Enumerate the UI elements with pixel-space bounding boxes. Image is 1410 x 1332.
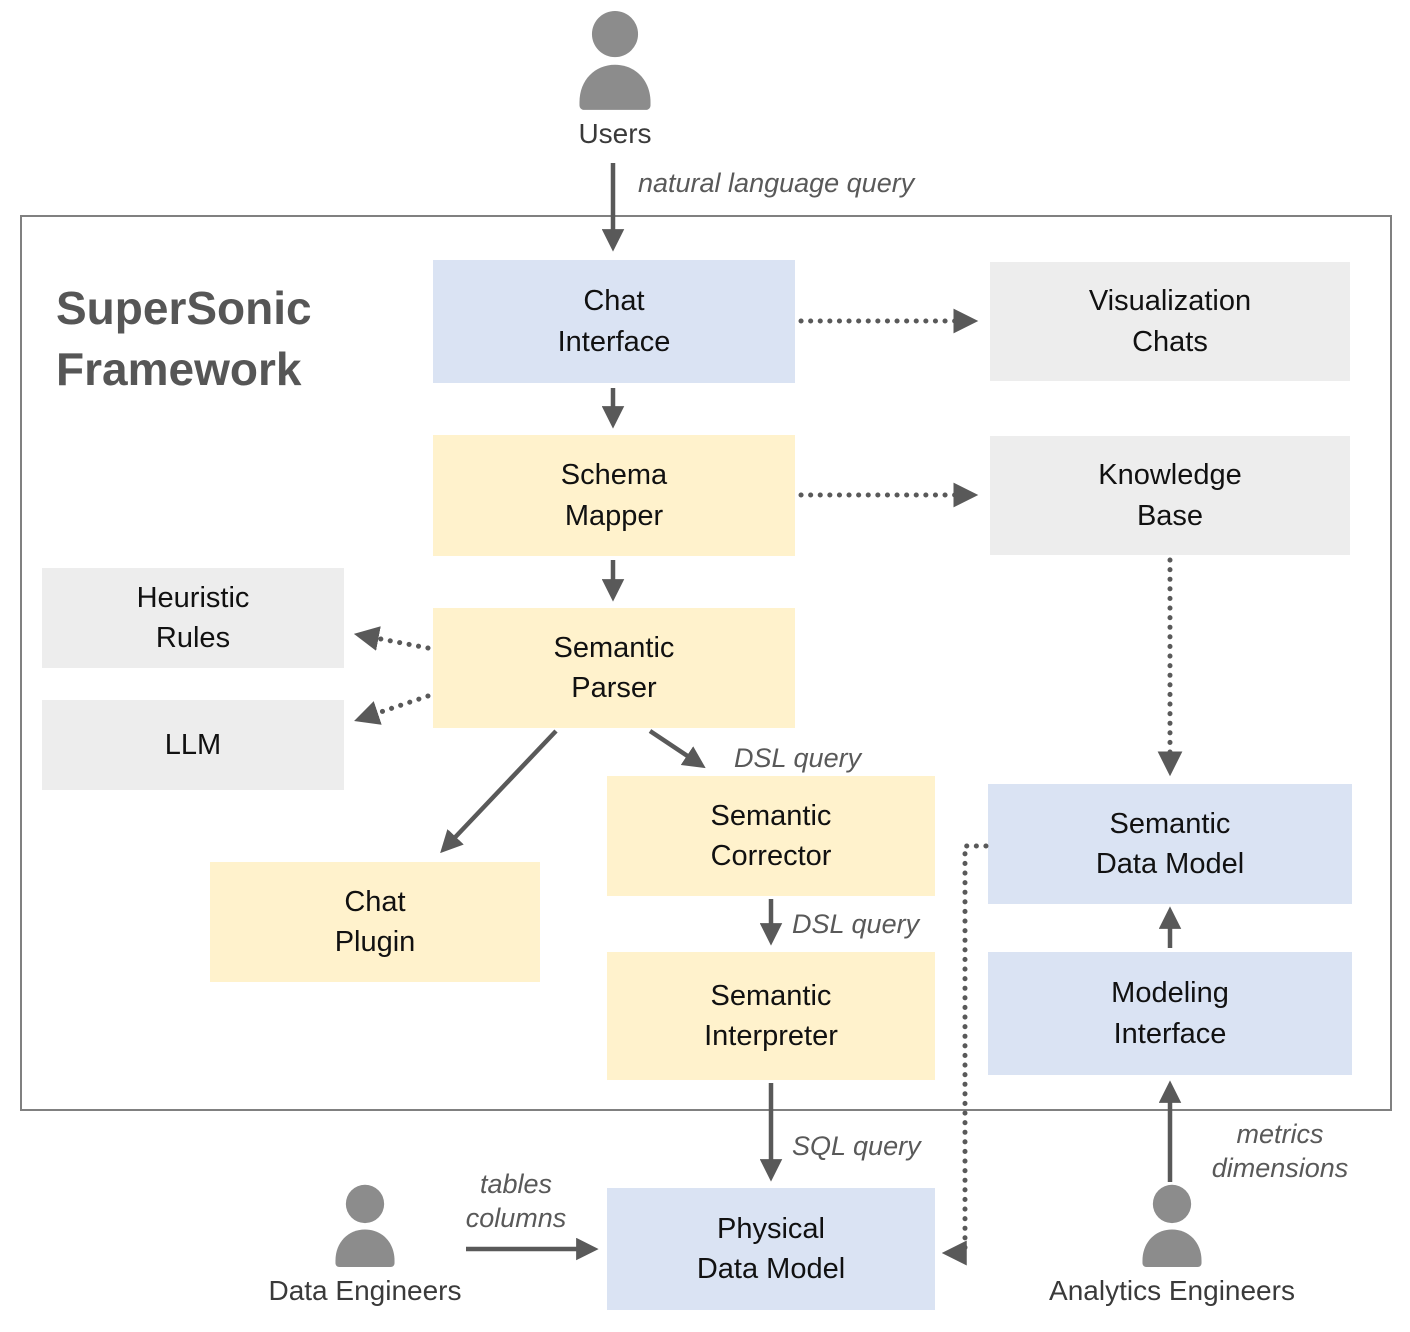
- actor-data-engineers: Data Engineers: [255, 1184, 475, 1307]
- node-physical-data-model: Physical Data Model: [607, 1188, 935, 1310]
- node-semantic-data-model: Semantic Data Model: [988, 784, 1352, 904]
- actor-analytics-engineers: Analytics Engineers: [1032, 1184, 1312, 1307]
- user-icon: [579, 11, 651, 110]
- node-semantic-corrector: Semantic Corrector: [607, 776, 935, 896]
- node-heuristic-rules: Heuristic Rules: [42, 568, 344, 668]
- node-semantic-parser: Semantic Parser: [433, 608, 795, 728]
- actor-analytics-engineers-label: Analytics Engineers: [1049, 1275, 1295, 1306]
- node-chat-interface: Chat Interface: [433, 260, 795, 383]
- framework-title: SuperSonic Framework: [56, 282, 312, 395]
- edge-label-dsl-query-1: DSL query: [734, 743, 862, 773]
- actor-users-label: Users: [578, 118, 652, 149]
- node-semantic-interpreter: Semantic Interpreter: [607, 952, 935, 1080]
- edge-label-natural-language-query: natural language query: [638, 168, 915, 198]
- edge-label-metrics-dimensions: metrics dimensions: [1211, 1119, 1349, 1183]
- actor-users: Users: [505, 10, 725, 150]
- analytics-engineer-icon: [1142, 1184, 1202, 1267]
- node-chat-plugin: Chat Plugin: [210, 862, 540, 982]
- data-engineer-icon: [335, 1184, 395, 1267]
- node-schema-mapper: Schema Mapper: [433, 435, 795, 556]
- node-knowledge-base: Knowledge Base: [990, 436, 1350, 555]
- edge-label-dsl-query-2: DSL query: [792, 909, 920, 939]
- node-visualization-chats: Visualization Chats: [990, 262, 1350, 381]
- node-llm: LLM: [42, 700, 344, 790]
- edge-label-tables-columns: tables columns: [465, 1169, 567, 1233]
- edge-label-sql-query: SQL query: [792, 1131, 921, 1161]
- actor-data-engineers-label: Data Engineers: [268, 1275, 462, 1306]
- node-modeling-interface: Modeling Interface: [988, 952, 1352, 1075]
- framework-boundary: [20, 215, 1392, 1111]
